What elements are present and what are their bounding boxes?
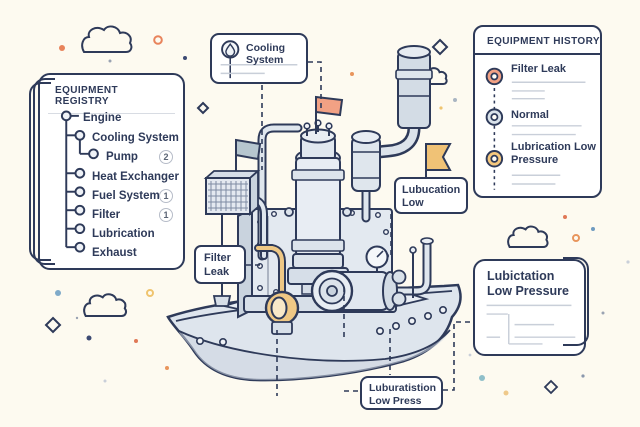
history-event-label: Normal	[511, 109, 549, 121]
history-event-normal[interactable]: Normal	[511, 109, 599, 122]
exhaust-stack	[351, 45, 433, 223]
cooling-callout-label: Cooling System	[246, 42, 286, 66]
status-dot-alert-icon	[485, 67, 504, 86]
callout-label: Lubucation	[402, 184, 461, 196]
annotation-connectors	[246, 61, 472, 396]
tree-item-label: Pump	[106, 150, 138, 163]
porthole-icon	[196, 305, 447, 346]
tree-item-pump[interactable]: Pump 2	[40, 148, 183, 165]
lubictation-panel-title: Lubictation Low Pressure	[487, 269, 569, 298]
callout-label: Low Press	[369, 394, 422, 407]
status-dot-normal-icon	[485, 108, 504, 126]
diamond-icon	[44, 38, 559, 395]
tree-item-label: Cooling System	[92, 131, 179, 144]
callout-label: Filter	[204, 252, 231, 264]
compressor-assembly	[310, 237, 434, 313]
tree-item-exhaust[interactable]: Exhaust	[40, 244, 183, 261]
heat-exchanger	[203, 138, 262, 307]
callout-label: Leak	[204, 265, 230, 278]
history-title: EQUIPMENT HISTORY	[475, 27, 600, 55]
dot-decoration	[55, 35, 630, 396]
registry-title: EQUIPMENT REGISTRY	[48, 75, 175, 114]
tree-item-label: Exhaust	[92, 246, 137, 259]
tree-item-label: Fuel System	[92, 189, 160, 202]
tree-item-label: Lubrication	[92, 227, 155, 240]
engine-cylinder-tower	[284, 119, 352, 285]
tree-item-label: Engine	[83, 111, 122, 124]
history-event-lubrication[interactable]: Lubrication Low Pressure	[511, 141, 599, 167]
lubucation-low-callout: Lubucation Low	[394, 177, 468, 214]
tree-item-engine[interactable]: Engine	[40, 109, 183, 126]
count-badge: 1	[159, 207, 173, 222]
tree-item-label: Filter	[92, 208, 121, 221]
history-event-label: Lubrication Low Pressure	[511, 141, 596, 166]
filter-leak-callout: Filter Leak	[194, 245, 246, 284]
luburatistion-low-press-callout: Luburatistion Low Press	[360, 376, 443, 410]
tree-item-cooling-system[interactable]: Cooling System	[40, 129, 183, 146]
tree-item-lubrication[interactable]: Lubrication	[40, 225, 183, 242]
salmon-flag-icon	[315, 95, 344, 134]
lubictation-low-pressure-panel: Lubictation Low Pressure	[473, 257, 589, 356]
tree-item-filter[interactable]: Filter 1	[40, 206, 183, 223]
tree-item-label: Heat Exchanger	[92, 170, 179, 183]
yellow-flag-icon	[425, 143, 452, 177]
history-event-label: Filter Leak	[511, 63, 567, 75]
count-badge: 2	[159, 149, 173, 164]
tree-item-heat-exchanger[interactable]: Heat Exchanger	[40, 168, 183, 185]
count-badge: 1	[159, 188, 173, 203]
history-event-filter-leak[interactable]: Filter Leak	[511, 63, 599, 76]
droplet-icon	[221, 40, 240, 59]
equipment-history-panel: EQUIPMENT HISTORY Filter Leak Normal Lub…	[473, 25, 602, 198]
callout-label: Luburatistion	[369, 382, 437, 394]
equipment-registry-panel: EQUIPMENT REGISTRY Engine Cooling System	[29, 73, 185, 270]
pressure-gauge-icon	[365, 245, 389, 272]
tree-item-fuel-system[interactable]: Fuel System 1	[40, 187, 183, 204]
status-dot-warning-icon	[485, 150, 504, 168]
slate-flag-icon	[235, 138, 262, 161]
callout-label: Low	[402, 197, 424, 209]
muffler	[351, 136, 381, 192]
cooling-system-callout: Cooling System	[210, 33, 308, 84]
